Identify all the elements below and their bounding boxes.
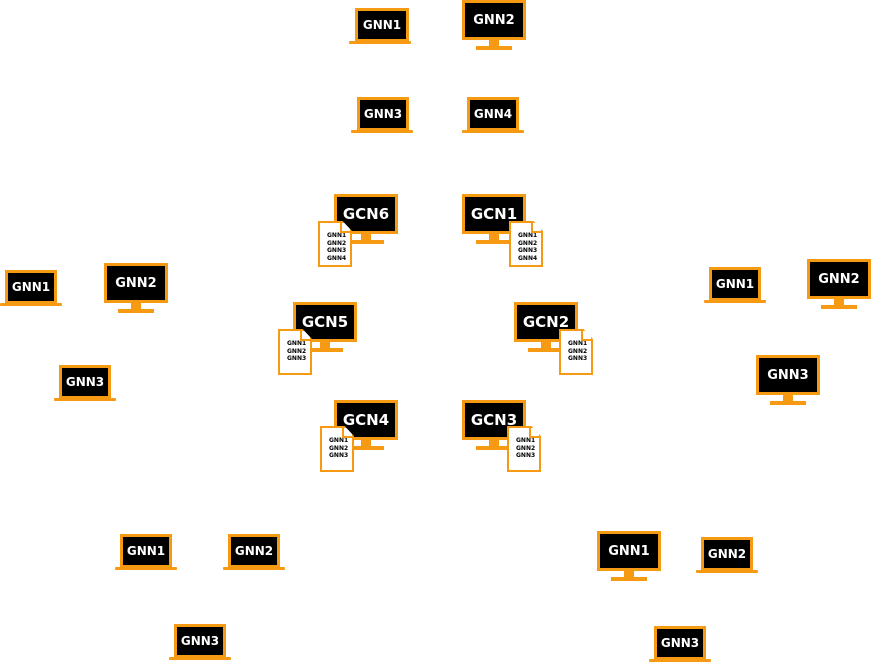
- monitor-stand: [489, 234, 499, 240]
- device-label: GNN2: [462, 0, 526, 40]
- doc-line: GNN3: [518, 247, 538, 254]
- device-label: GNN1: [597, 531, 661, 571]
- monitor-foot: [307, 348, 343, 352]
- laptop-base: [462, 130, 524, 133]
- doc-line: GNN1: [327, 232, 347, 239]
- monitor-stand: [489, 440, 499, 446]
- monitor-stand: [541, 342, 551, 348]
- monitor-stand: [320, 342, 330, 348]
- device-label: GNN3: [174, 624, 226, 658]
- device-label: GNN4: [467, 97, 519, 131]
- doc-line: GNN2: [287, 347, 307, 355]
- monitor-stand: [783, 395, 793, 401]
- monitor-foot: [528, 348, 564, 352]
- monitor-foot: [770, 401, 806, 405]
- laptop-base: [704, 300, 766, 303]
- model-document: GNN1 GNN2 GNN3: [320, 426, 354, 472]
- doc-line: GNN4: [327, 254, 347, 262]
- doc-line: GNN3: [568, 355, 588, 362]
- monitor-stand: [361, 440, 371, 446]
- doc-line: GNN4: [518, 254, 538, 262]
- laptop-base: [54, 398, 116, 401]
- doc-line: GNN1: [568, 340, 588, 347]
- monitor-stand: [361, 234, 371, 240]
- monitor-stand: [489, 40, 499, 46]
- laptop-base: [649, 659, 711, 662]
- doc-line: GNN2: [329, 444, 349, 452]
- laptop-base: [223, 567, 285, 570]
- device-label: GNN3: [357, 97, 409, 131]
- monitor-stand: [624, 571, 634, 577]
- model-document: GNN1 GNN2 GNN3 GNN4: [318, 221, 352, 267]
- monitor-foot: [118, 309, 154, 313]
- monitor-foot: [348, 240, 384, 244]
- device-label: GNN2: [701, 537, 753, 571]
- monitor-foot: [348, 446, 384, 450]
- doc-line: GNN1: [287, 340, 307, 347]
- model-document: GNN1 GNN2 GNN3: [278, 329, 312, 375]
- monitor-foot: [476, 240, 512, 244]
- model-document: GNN1 GNN2 GNN3 GNN4: [509, 221, 543, 267]
- device-label: GCN3: [462, 400, 526, 440]
- model-document: GNN1 GNN2 GNN3: [507, 426, 541, 472]
- device-label: GNN2: [104, 263, 168, 303]
- device-label: GNN2: [807, 259, 871, 299]
- device-label: GNN3: [654, 626, 706, 660]
- device-label: GNN1: [5, 270, 57, 304]
- doc-line: GNN2: [516, 444, 536, 452]
- monitor-foot: [611, 577, 647, 581]
- model-document: GNN1 GNN2 GNN3: [559, 329, 593, 375]
- device-label: GNN1: [120, 534, 172, 568]
- doc-line: GNN3: [327, 247, 347, 254]
- device-label: GCN1: [462, 194, 526, 234]
- laptop-base: [0, 303, 62, 306]
- doc-line: GNN2: [327, 239, 347, 247]
- laptop-base: [351, 130, 413, 133]
- monitor-foot: [821, 305, 857, 309]
- doc-line: GNN1: [329, 437, 349, 444]
- doc-line: GNN2: [568, 347, 588, 355]
- laptop-base: [115, 567, 177, 570]
- device-label: GNN1: [709, 267, 761, 301]
- device-label: GNN1: [355, 8, 409, 42]
- device-label: GNN3: [756, 355, 820, 395]
- doc-line: GNN3: [287, 355, 307, 362]
- monitor-stand: [131, 303, 141, 309]
- monitor-stand: [834, 299, 844, 305]
- doc-line: GNN3: [516, 452, 536, 459]
- laptop-base: [696, 570, 758, 573]
- laptop-base: [349, 41, 411, 44]
- device-label: GNN3: [59, 365, 111, 399]
- doc-line: GNN1: [518, 232, 538, 239]
- doc-line: GNN2: [518, 239, 538, 247]
- laptop-base: [169, 657, 231, 660]
- doc-line: GNN3: [329, 452, 349, 459]
- device-label: GNN2: [228, 534, 280, 568]
- doc-line: GNN1: [516, 437, 536, 444]
- monitor-foot: [476, 46, 512, 50]
- monitor-foot: [476, 446, 512, 450]
- device-label: GCN5: [293, 302, 357, 342]
